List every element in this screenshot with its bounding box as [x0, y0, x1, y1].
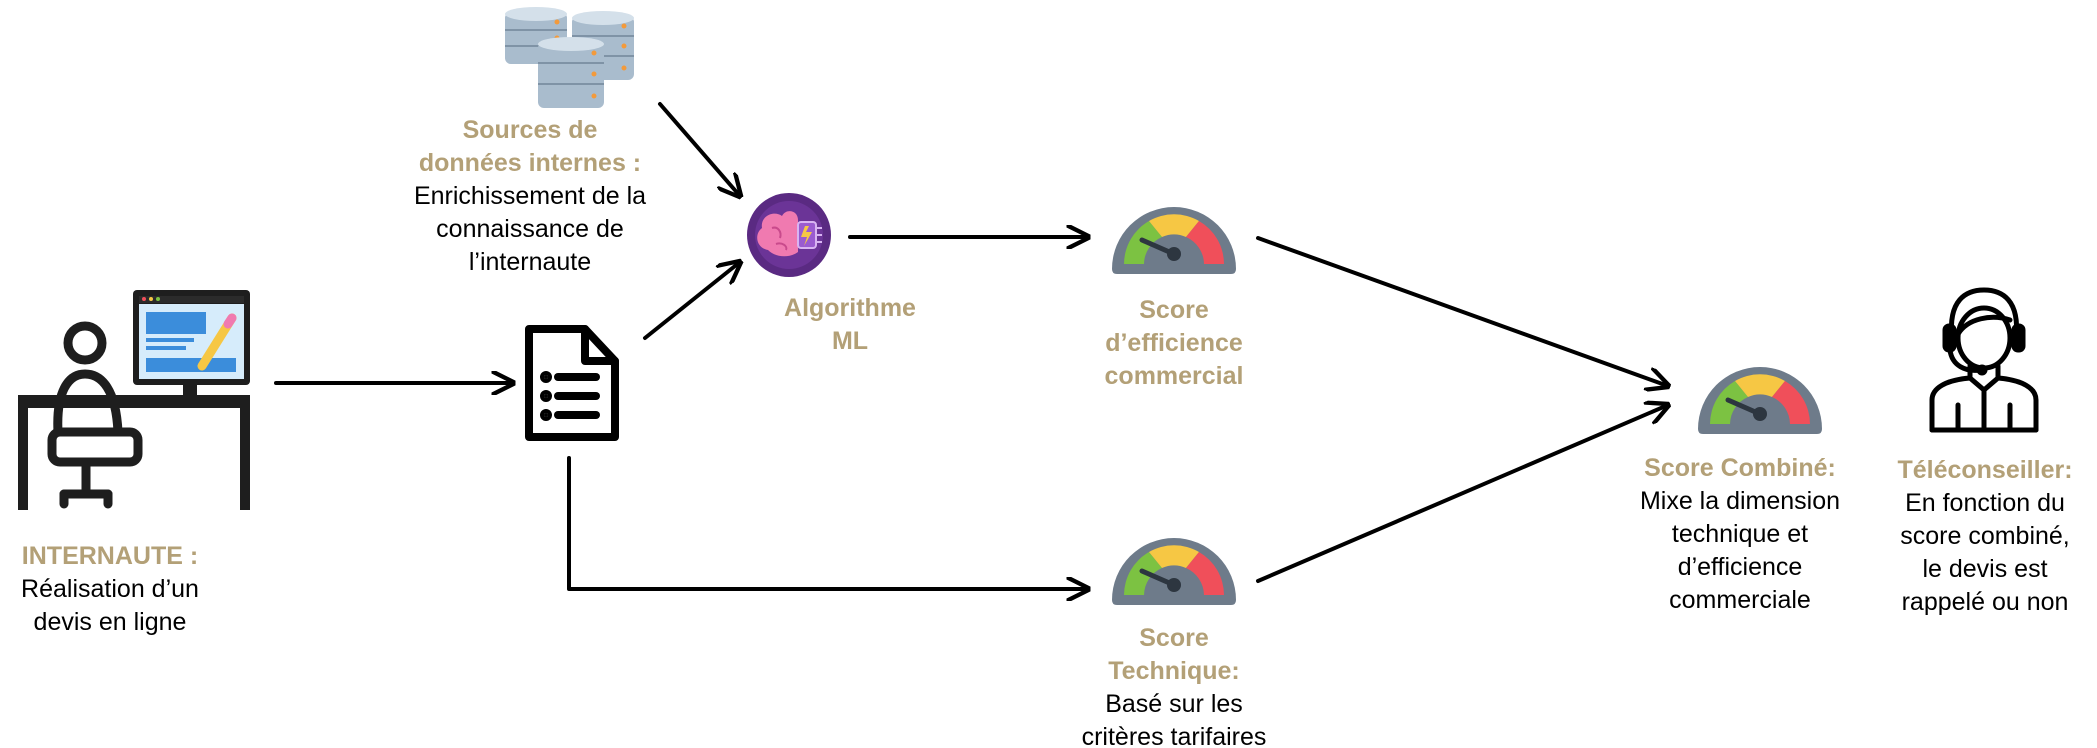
- score-combine-desc-line-3: d’efficience: [1677, 553, 1803, 581]
- arrow-document-to-score-technique: [567, 456, 1088, 589]
- score-efficience-title-line-2: d’efficience: [1105, 329, 1243, 357]
- score-technique-desc-line-1: Basé sur les: [1105, 690, 1243, 718]
- sources-desc-line-1: Enrichissement de la: [413, 182, 647, 210]
- internaute-desc-line-1: Réalisation d’un: [21, 575, 199, 603]
- score-technique-desc-line-2: critères tarifaires: [1081, 723, 1267, 748]
- score-combine-desc-line-1: Mixe la dimension: [1639, 487, 1841, 515]
- score-technique-label: Score Technique: Basé sur les critères t…: [1054, 622, 1294, 748]
- sources-desc-line-3: l’internaute: [468, 248, 592, 276]
- sources-title-line-1: Sources de: [462, 116, 598, 144]
- gauge-icon-technique: [1112, 538, 1236, 605]
- score-efficience-label: Score d’efficience commercial: [1064, 294, 1284, 393]
- score-technique-title-line-2: Technique:: [1108, 657, 1240, 685]
- teleconseiller-desc-line-4: rappelé ou non: [1901, 588, 2069, 616]
- internaute-label: INTERNAUTE : Réalisation d’un devis en l…: [10, 540, 210, 639]
- arrow-technique-to-combine: [1256, 405, 1668, 583]
- arrow-efficience-to-combine: [1256, 236, 1668, 386]
- teleconseiller-desc-line-1: En fonction du: [1905, 489, 2065, 517]
- score-efficience-title-line-1: Score: [1139, 296, 1209, 324]
- score-combine-desc-line-2: technique et: [1671, 520, 1809, 548]
- teleconseiller-desc-line-3: le devis est: [1922, 555, 2048, 583]
- teleconseiller-label: Téléconseiller: En fonction du score com…: [1880, 454, 2090, 619]
- brain-chip-icon: [747, 193, 831, 277]
- gauge-icon-efficience: [1112, 207, 1236, 274]
- score-efficience-title-line-3: commercial: [1104, 362, 1244, 390]
- algorithme-label: Algorithme ML: [740, 292, 960, 358]
- score-combine-desc-line-4: commerciale: [1669, 586, 1811, 614]
- headset-agent-icon: [1929, 287, 2039, 433]
- teleconseiller-desc-line-2: score combiné,: [1900, 522, 2070, 550]
- document-list-icon: [525, 325, 619, 441]
- score-combine-title: Score Combiné:: [1644, 454, 1836, 482]
- arrows: [274, 102, 1668, 589]
- sources-desc-line-2: connaissance de: [436, 215, 624, 243]
- sources-label: Sources de données internes : Enrichisse…: [390, 114, 670, 279]
- arrow-document-to-algorithme: [643, 262, 740, 340]
- internaute-title: INTERNAUTE :: [21, 542, 199, 570]
- person-at-computer-icon: [18, 290, 250, 510]
- database-servers-icon: [505, 7, 634, 108]
- algorithme-title-line-1: Algorithme: [784, 294, 916, 322]
- arrow-sources-to-algorithme: [658, 102, 740, 196]
- algorithme-title-line-2: ML: [831, 327, 869, 355]
- score-combine-label: Score Combiné: Mixe la dimension techniq…: [1620, 452, 1860, 617]
- score-technique-title-line-1: Score: [1139, 624, 1209, 652]
- gauge-icon-combine: [1698, 367, 1822, 434]
- sources-title-line-2: données internes :: [418, 149, 642, 177]
- teleconseiller-title: Téléconseiller:: [1897, 456, 2073, 484]
- internaute-desc-line-2: devis en ligne: [33, 608, 187, 636]
